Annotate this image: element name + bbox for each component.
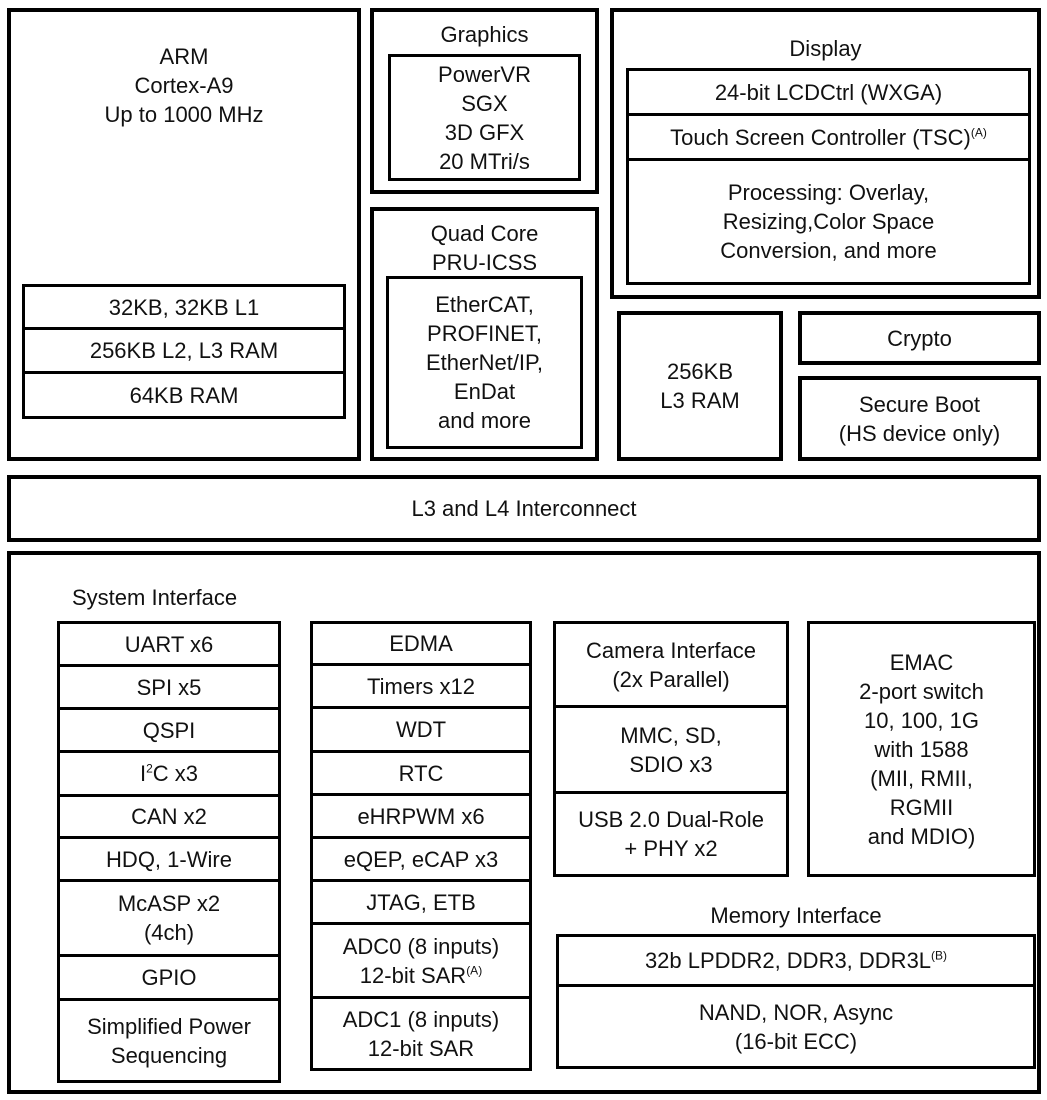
adc0-line1: ADC0 (8 inputs) xyxy=(342,933,500,959)
i2c-rest: C x3 xyxy=(152,761,199,786)
spi: SPI x5 xyxy=(57,664,281,710)
l3-ram-block: 256KB L3 RAM xyxy=(617,311,783,461)
arm-ram: 64KB RAM xyxy=(22,371,346,419)
i2c: I2C x3 xyxy=(57,750,281,797)
i2c-wrap: I2C x3 xyxy=(140,759,198,788)
tsc-label: Touch Screen Controller (TSC) xyxy=(670,124,971,150)
uart: UART x6 xyxy=(57,621,281,667)
display-processing: Processing: Overlay, Resizing,Color Spac… xyxy=(626,158,1031,285)
interconnect-bus: L3 and L4 Interconnect xyxy=(7,475,1041,542)
jtag-etb: JTAG, ETB xyxy=(310,879,532,925)
timers: Timers x12 xyxy=(310,663,532,709)
adc0-footnote: (A) xyxy=(466,963,483,978)
display-title: Display xyxy=(789,36,862,61)
emac: EMAC 2-port switch 10, 100, 1G with 1588… xyxy=(807,621,1036,877)
ehrpwm: eHRPWM x6 xyxy=(310,793,532,839)
mmc-sd-sdio: MMC, SD, SDIO x3 xyxy=(553,705,789,794)
hdq-1wire: HDQ, 1-Wire xyxy=(57,836,281,882)
eqep-ecap: eQEP, eCAP x3 xyxy=(310,836,532,882)
display-touch-screen-controller: Touch Screen Controller (TSC)(A) xyxy=(626,113,1031,161)
can: CAN x2 xyxy=(57,794,281,839)
arm-title: ARM Cortex-A9 Up to 1000 MHz xyxy=(104,44,264,127)
arm-l2-cache: 256KB L2, L3 RAM xyxy=(22,327,346,374)
tsc-wrap: Touch Screen Controller (TSC)(A) xyxy=(670,123,987,152)
adc0-line2-wrap: 12-bit SAR(A) xyxy=(360,961,482,990)
ddr-interface: 32b LPDDR2, DDR3, DDR3L(B) xyxy=(556,934,1036,987)
rtc: RTC xyxy=(310,750,532,796)
crypto-block: Crypto xyxy=(798,311,1041,365)
adc0-line2: 12-bit SAR xyxy=(359,962,467,988)
system-interface-label: System Interface xyxy=(72,585,238,610)
graphics-title: Graphics xyxy=(440,22,529,47)
mcasp: McASP x2 (4ch) xyxy=(57,879,281,957)
nand-nor-async: NAND, NOR, Async (16-bit ECC) xyxy=(556,984,1036,1069)
secure-boot-block: Secure Boot (HS device only) xyxy=(798,376,1041,461)
i2c-sup: 2 xyxy=(146,761,153,776)
ddr-wrap: 32b LPDDR2, DDR3, DDR3L(B) xyxy=(645,946,947,975)
edma: EDMA xyxy=(310,621,532,666)
graphics-powervr: PowerVR SGX 3D GFX 20 MTri/s xyxy=(388,54,581,181)
camera-interface: Camera Interface (2x Parallel) xyxy=(553,621,789,708)
adc0: ADC0 (8 inputs) 12-bit SAR(A) xyxy=(310,922,532,999)
i2c-base: I xyxy=(139,761,147,786)
usb: USB 2.0 Dual-Role + PHY x2 xyxy=(553,791,789,877)
power-sequencing: Simplified Power Sequencing xyxy=(57,998,281,1083)
pru-protocols: EtherCAT, PROFINET, EtherNet/IP, EnDat a… xyxy=(386,276,583,449)
tsc-footnote: (A) xyxy=(970,125,987,140)
gpio: GPIO xyxy=(57,954,281,1001)
display-lcd-controller: 24-bit LCDCtrl (WXGA) xyxy=(626,68,1031,116)
ddr-label: 32b LPDDR2, DDR3, DDR3L xyxy=(644,948,932,973)
adc1: ADC1 (8 inputs) 12-bit SAR xyxy=(310,996,532,1071)
qspi: QSPI xyxy=(57,707,281,753)
wdt: WDT xyxy=(310,706,532,753)
arm-l1-cache: 32KB, 32KB L1 xyxy=(22,284,346,330)
memory-interface-label: Memory Interface xyxy=(710,903,882,928)
pru-title: Quad Core PRU-ICSS xyxy=(430,221,539,275)
ddr-footnote: (B) xyxy=(931,948,948,963)
